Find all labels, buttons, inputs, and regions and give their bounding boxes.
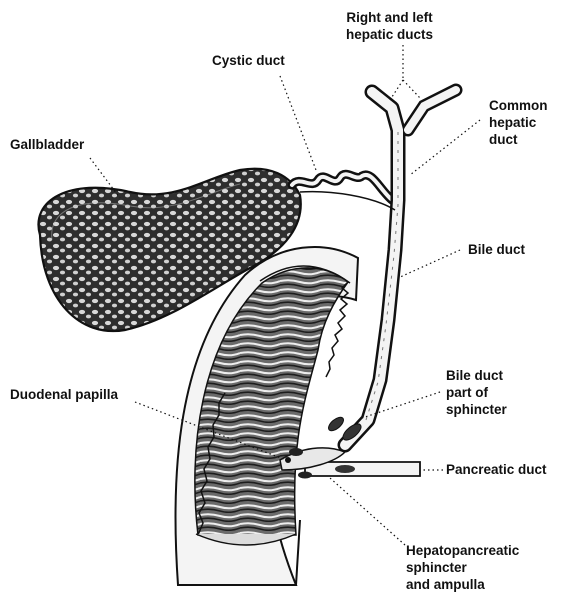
- label-line: Bile duct: [468, 241, 525, 258]
- cystic-duct: [292, 174, 392, 200]
- label-line: hepatic ducts: [346, 26, 433, 43]
- leader-hepatic-ducts: [390, 45, 420, 100]
- label-gallbladder: Gallbladder: [10, 136, 84, 153]
- label-line: hepatic: [489, 114, 548, 131]
- label-line: Duodenal papilla: [10, 386, 118, 403]
- label-cystic-duct: Cystic duct: [212, 52, 285, 69]
- label-line: Right and left: [346, 9, 433, 26]
- label-line: Hepatopancreatic: [406, 542, 519, 559]
- leader-cystic-duct: [280, 76, 316, 170]
- label-line: and ampulla: [406, 576, 519, 593]
- label-hepatopancreatic: Hepatopancreatic sphincter and ampulla: [406, 542, 519, 593]
- label-pancreatic-duct: Pancreatic duct: [446, 461, 547, 478]
- duodenal-mucosa: [195, 268, 348, 535]
- leader-bile-duct: [398, 250, 460, 278]
- label-line: Gallbladder: [10, 136, 84, 153]
- label-line: Bile duct: [446, 367, 507, 384]
- label-line: Cystic duct: [212, 52, 285, 69]
- label-common-hepatic-duct: Common hepatic duct: [489, 97, 548, 148]
- label-hepatic-ducts: Right and left hepatic ducts: [346, 9, 433, 43]
- label-line: duct: [489, 131, 548, 148]
- duodenum: [175, 247, 358, 585]
- leader-hepatopancreatic: [330, 478, 405, 545]
- label-line: sphincter: [446, 401, 507, 418]
- label-line: Pancreatic duct: [446, 461, 547, 478]
- label-bile-duct: Bile duct: [468, 241, 525, 258]
- label-line: Common: [489, 97, 548, 114]
- label-line: part of: [446, 384, 507, 401]
- leader-common-hepatic: [410, 120, 480, 175]
- label-bile-duct-sphincter: Bile duct part of sphincter: [446, 367, 507, 418]
- label-duodenal-papilla: Duodenal papilla: [10, 386, 118, 403]
- label-line: sphincter: [406, 559, 519, 576]
